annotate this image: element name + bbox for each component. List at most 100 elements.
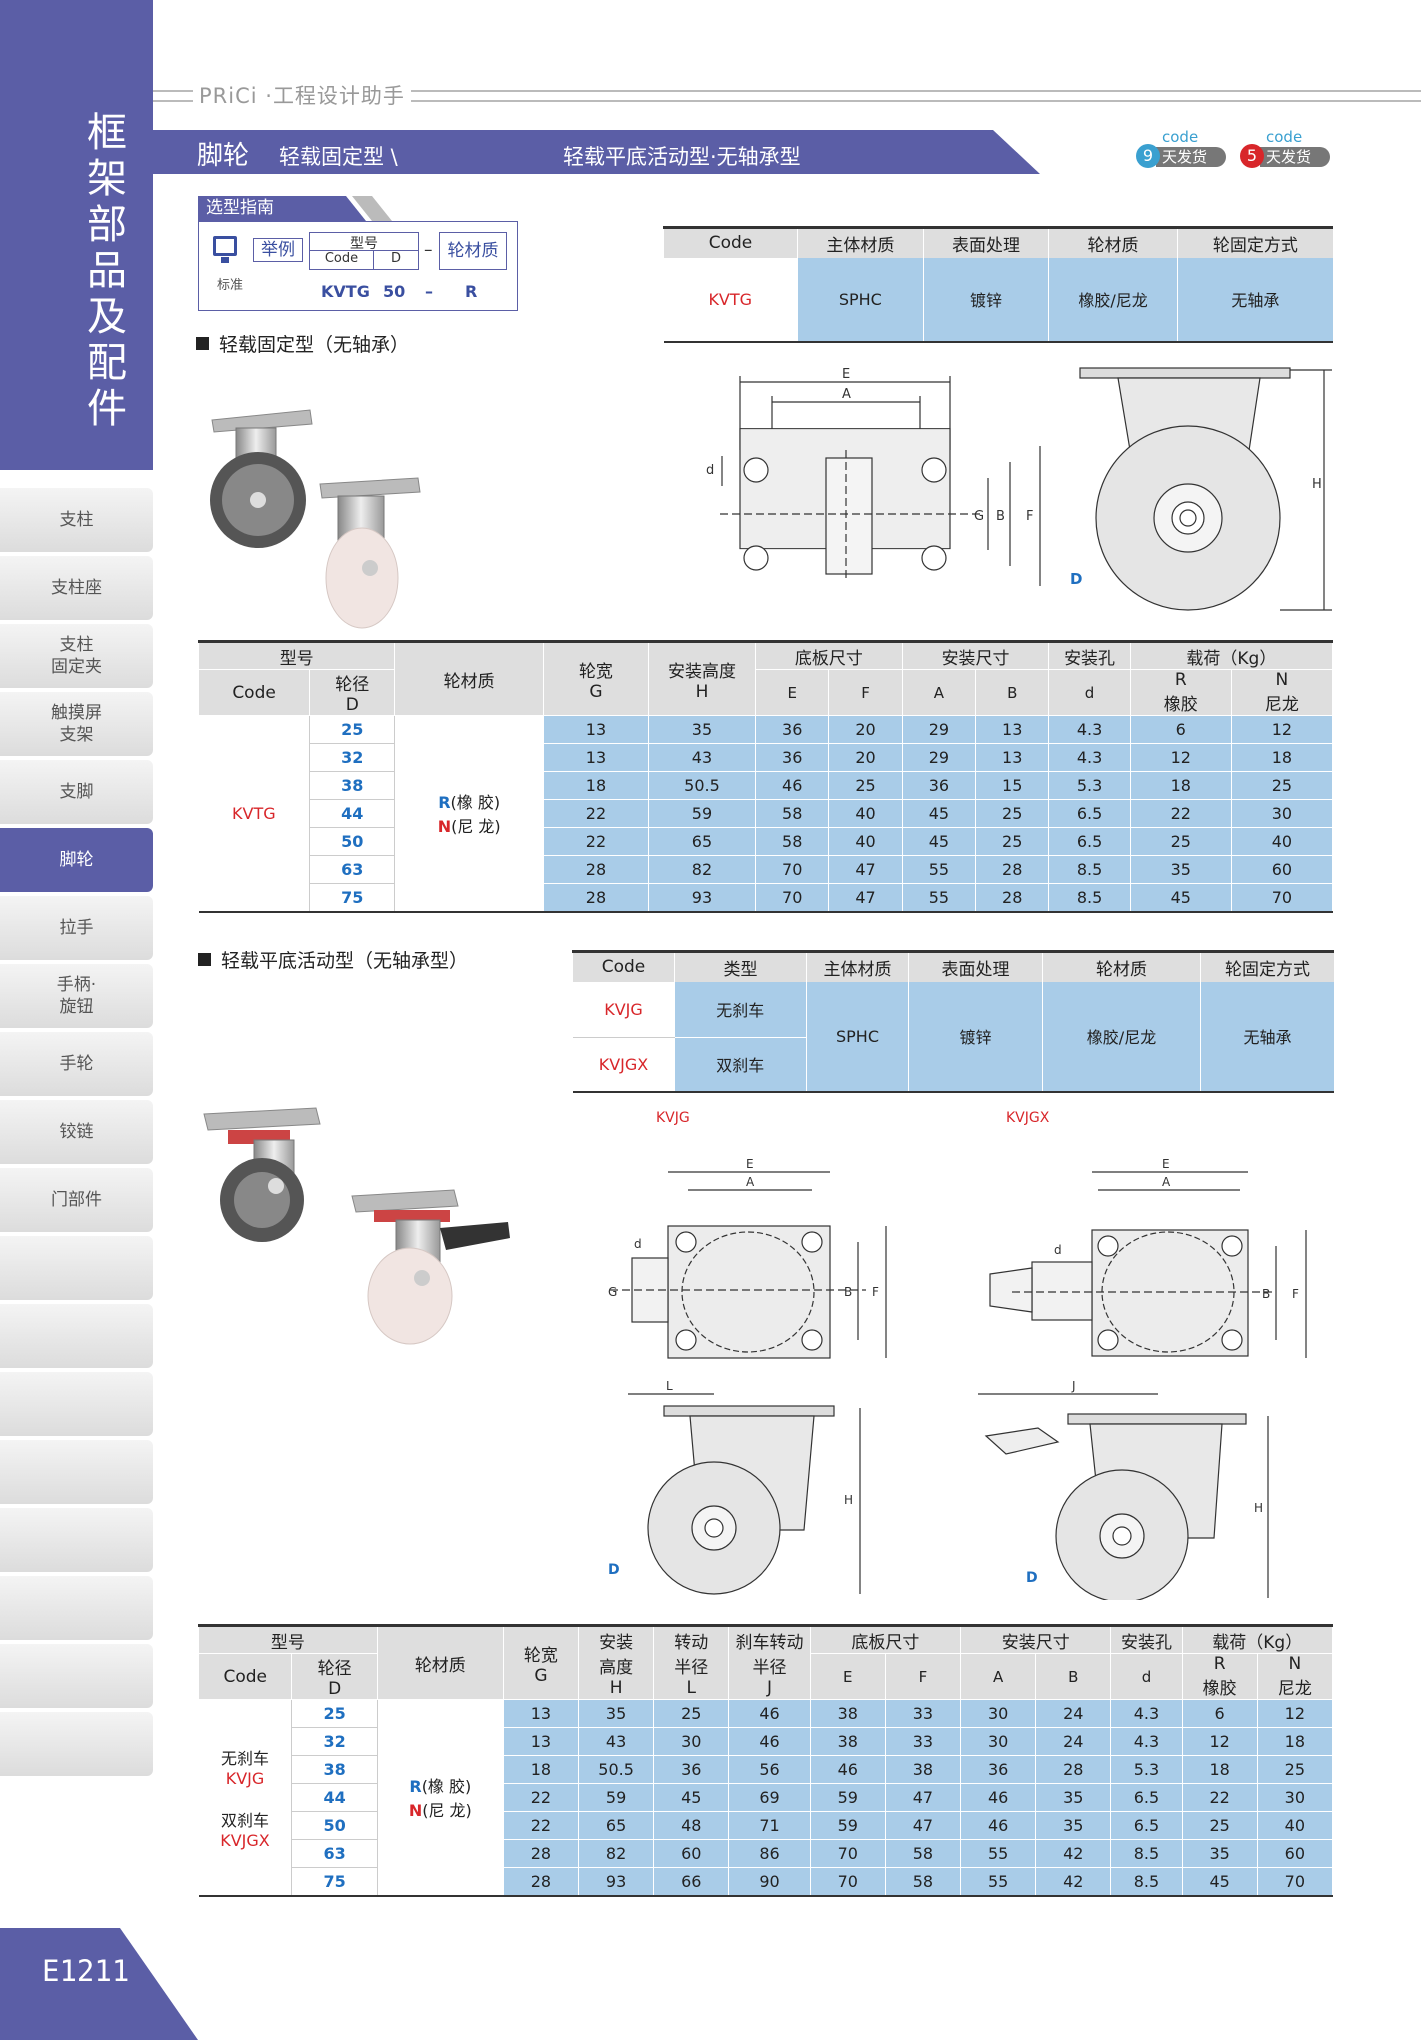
dim-h: H <box>1254 1501 1263 1515</box>
guide-value-mat: R <box>465 282 478 301</box>
sidebar-item[interactable]: 支柱 固定夹 <box>0 624 153 688</box>
table-cell: 46 <box>728 1699 811 1728</box>
sidebar-item-blank <box>0 1440 153 1504</box>
cell-diameter: 50 <box>291 1811 378 1840</box>
table-cell: 45 <box>901 799 977 828</box>
swivel-mat-type-2: 双刹车 <box>674 1037 807 1092</box>
mat-n-text: (尼 龙) <box>451 817 501 837</box>
selection-guide: 标准 举例 型号 Code D – 轮材质 KVTG 50 – R <box>198 221 518 311</box>
table-cell: 69 <box>728 1783 811 1812</box>
th-model: 型号 <box>198 1625 378 1654</box>
sidebar-item[interactable]: 脚轮 <box>0 828 153 892</box>
mat-r-text: (橡 胶) <box>421 1777 472 1797</box>
table-cell: 6.5 <box>1110 1783 1183 1812</box>
guide-value-d: 50 <box>383 282 406 301</box>
table-cell: 42 <box>1035 1839 1112 1868</box>
sidebar-item[interactable]: 支柱座 <box>0 556 153 620</box>
table-cell: 5.3 <box>1048 771 1131 800</box>
sidebar-item-blank <box>0 1372 153 1436</box>
sidebar-item[interactable]: 铰链 <box>0 1100 153 1164</box>
table-cell: 36 <box>960 1755 1037 1784</box>
brand-text: PRiCi ·工程设计助手 <box>193 80 411 110</box>
sidebar-item-blank <box>0 1644 153 1708</box>
cell-diameter: 50 <box>309 827 396 856</box>
sidebar-item[interactable]: 支柱 <box>0 488 153 552</box>
mat-n-text: (尼 龙) <box>422 1801 472 1821</box>
kvjg-side-view-drawing: L H D <box>608 1380 861 1595</box>
table-cell: 22 <box>1129 799 1232 828</box>
table-cell: 58 <box>755 799 830 828</box>
table-cell: 46 <box>960 1811 1037 1840</box>
dim-wheel-d: D <box>1070 570 1082 588</box>
table-cell: 70 <box>809 1867 886 1896</box>
table-cell: 6.5 <box>1110 1811 1183 1840</box>
table-cell: 22 <box>502 1783 580 1812</box>
guide-standard: 标准 <box>217 278 244 293</box>
table-cell: 35 <box>1035 1811 1112 1840</box>
table-cell: 25 <box>1230 771 1334 800</box>
sidebar-item[interactable]: 拉手 <box>0 896 153 960</box>
fixed-mat-cell: SPHC <box>797 257 924 342</box>
dim-e: E <box>746 1157 754 1171</box>
dim-h: H <box>1312 477 1322 492</box>
table-cell: 70 <box>755 855 830 884</box>
table-cell: 45 <box>1181 1867 1258 1896</box>
sidebar-item[interactable]: 触摸屏 支架 <box>0 692 153 756</box>
table-cell: 35 <box>647 715 757 744</box>
cell-diameter: 75 <box>309 883 396 912</box>
sidebar-item[interactable]: 手轮 <box>0 1032 153 1096</box>
cell-diameter: 44 <box>309 799 396 828</box>
table-cell: 4.3 <box>1048 715 1131 744</box>
fixed-code: KVTG <box>198 715 310 912</box>
fixed-material-cell: R(橡 胶)N(尼 龙) <box>394 715 544 912</box>
title-bar: 脚轮 轻载固定型 \ 轻载平底活动型·无轴承型 <box>153 130 1040 174</box>
cell-diameter: 44 <box>291 1783 378 1812</box>
kvjgx-top-view-drawing: E A d B F <box>989 1157 1307 1358</box>
sidebar-item-blank <box>0 1712 153 1776</box>
swivel-heading: 轻载平底活动型（无轴承型） <box>198 946 468 973</box>
sidebar-item[interactable]: 支脚 <box>0 760 153 824</box>
dim-a: A <box>746 1175 755 1189</box>
th-model: 型号 <box>197 641 396 670</box>
fixed-side-view-drawing: H D <box>1070 367 1332 611</box>
table-cell: 38 <box>809 1727 886 1756</box>
table-cell: 6 <box>1181 1699 1258 1728</box>
table-cell: 70 <box>1256 1867 1334 1896</box>
guide-value-code: KVTG <box>321 282 370 301</box>
page-number: E1211 <box>42 1954 130 1988</box>
table-cell: 24 <box>1035 1727 1112 1756</box>
table-cell: 25 <box>975 827 1050 856</box>
table-cell: 58 <box>884 1839 962 1868</box>
table-cell: 46 <box>755 771 830 800</box>
guide-code: Code <box>310 251 374 269</box>
swivel-mat-header: 类型 <box>674 951 807 982</box>
table-cell: 13 <box>542 743 649 772</box>
delivery-badge-5: code 天发货 5 <box>1232 128 1338 174</box>
table-cell: 59 <box>647 799 757 828</box>
guide-d: D <box>390 251 401 266</box>
th-hole: 安装孔 <box>1048 641 1131 670</box>
table-cell: 71 <box>728 1811 811 1840</box>
sidebar-item[interactable]: 门部件 <box>0 1168 153 1232</box>
table-cell: 30 <box>1256 1783 1334 1812</box>
table-cell: 8.5 <box>1110 1839 1183 1868</box>
table-cell: 45 <box>901 827 977 856</box>
sidebar-item[interactable]: 手柄· 旋钮 <box>0 964 153 1028</box>
dim-a: A <box>1162 1175 1171 1189</box>
guide-model: 型号 <box>310 233 418 252</box>
table-cell: 59 <box>577 1783 655 1812</box>
cell-diameter: 63 <box>309 855 396 884</box>
table-cell: 12 <box>1256 1699 1334 1728</box>
fixed-mat-header: 主体材质 <box>797 227 924 258</box>
table-cell: 6.5 <box>1048 827 1131 856</box>
